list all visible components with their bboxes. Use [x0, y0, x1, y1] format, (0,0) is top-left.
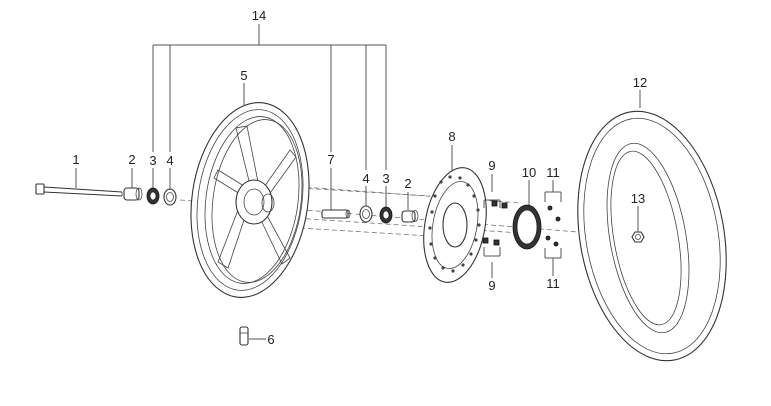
callout-13: 13 — [631, 191, 645, 206]
tire — [577, 110, 727, 362]
callout-7: 7 — [327, 152, 334, 167]
oil-seal-right — [379, 206, 393, 224]
callout-2-left: 2 — [128, 152, 135, 167]
callout-6: 6 — [267, 332, 274, 347]
spacer-right — [401, 210, 419, 223]
bearing-left — [163, 188, 177, 206]
axle-bolt — [35, 183, 123, 197]
wheel-rim — [190, 102, 310, 298]
callout-4-left: 4 — [166, 153, 173, 168]
callout-14: 14 — [252, 8, 266, 23]
axle-nut — [631, 231, 645, 243]
callout-4-right: 4 — [362, 171, 369, 186]
callout-11-bottom: 11 — [546, 276, 560, 291]
callout-11-top: 11 — [546, 165, 560, 180]
callout-10: 10 — [522, 165, 536, 180]
callout-9-top: 9 — [488, 158, 495, 173]
spacer-left — [123, 187, 143, 201]
callout-labels: 1 2 3 4 5 6 7 4 3 2 8 9 9 10 11 11 12 13… — [72, 8, 647, 347]
callout-3-left: 3 — [149, 153, 156, 168]
callout-1: 1 — [72, 152, 79, 167]
callout-5: 5 — [240, 68, 247, 83]
oil-seal-left — [146, 187, 160, 205]
ring-screws — [544, 191, 562, 259]
callout-8: 8 — [448, 129, 455, 144]
tire-valve — [239, 326, 266, 346]
callout-2-right: 2 — [404, 176, 411, 191]
callout-3-right: 3 — [382, 171, 389, 186]
brake-disc — [423, 167, 487, 283]
disc-bolts — [482, 199, 508, 257]
leader-lines — [75, 24, 641, 278]
disc-holes — [428, 175, 481, 273]
callout-9-bottom: 9 — [488, 278, 495, 293]
hub-spacer-tube — [321, 209, 351, 219]
bearing-right — [359, 205, 373, 223]
tone-ring — [512, 204, 542, 250]
callout-12: 12 — [633, 75, 647, 90]
